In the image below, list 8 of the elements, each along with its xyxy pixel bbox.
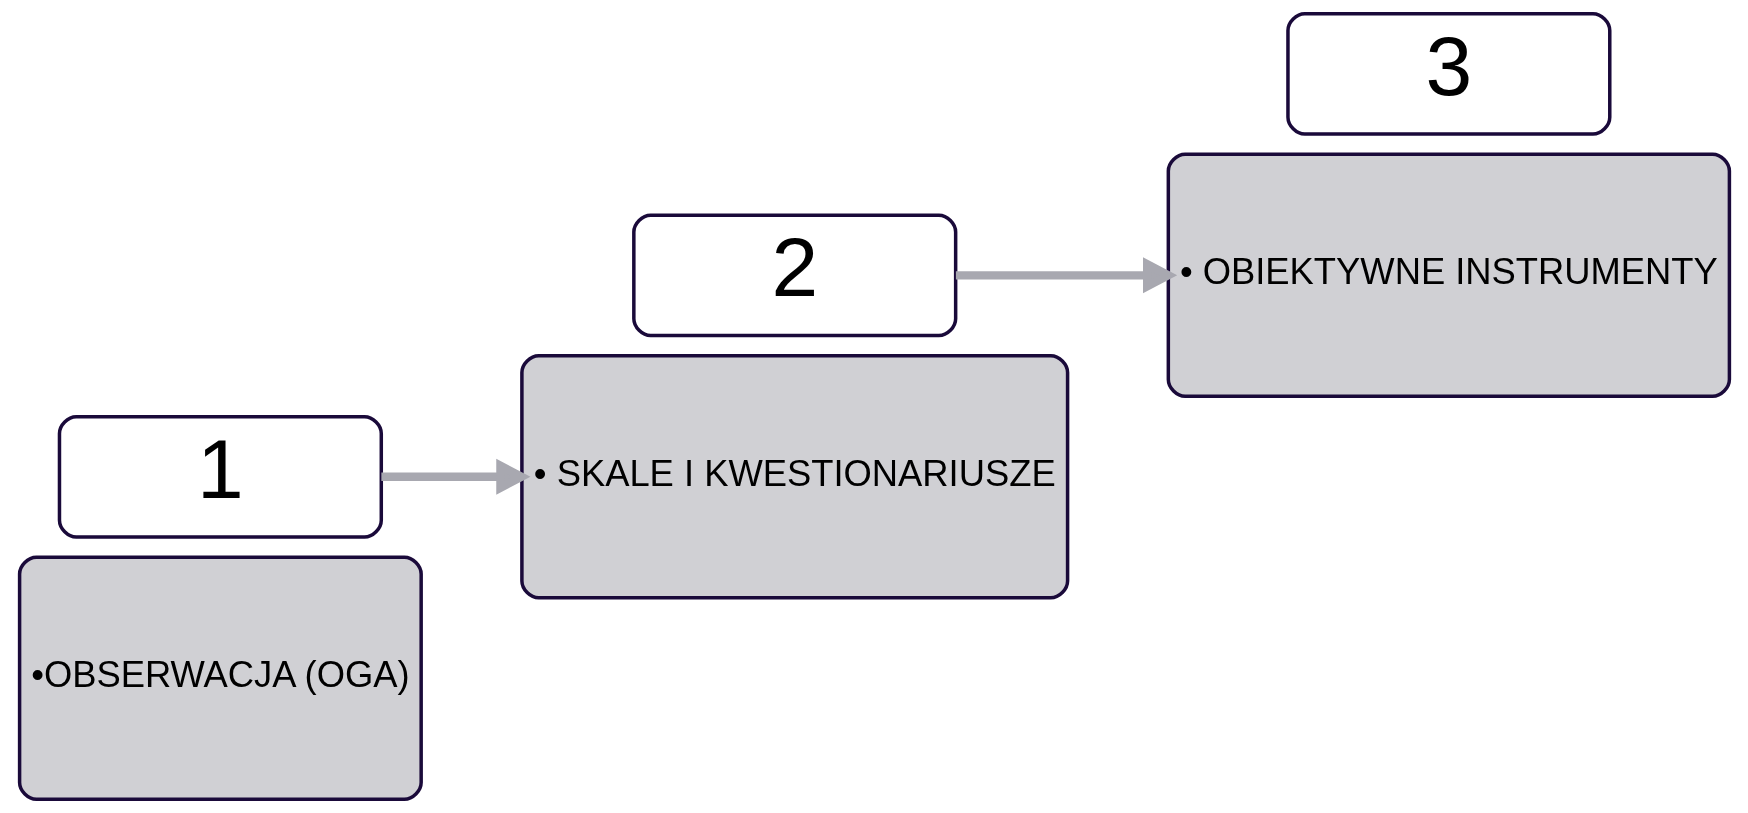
node-box: • OBIEKTYWNE INSTRUMENTY	[1166, 152, 1731, 399]
arrow	[380, 458, 530, 495]
node-box: 2	[631, 213, 957, 338]
node-box: •OBSERWACJA (OGA)	[17, 555, 423, 802]
node-box: 3	[1285, 11, 1611, 136]
node-box: • SKALE I KWESTIONARIUSZE	[519, 354, 1069, 600]
arrow	[955, 257, 1177, 294]
node-box: 1	[57, 414, 383, 539]
